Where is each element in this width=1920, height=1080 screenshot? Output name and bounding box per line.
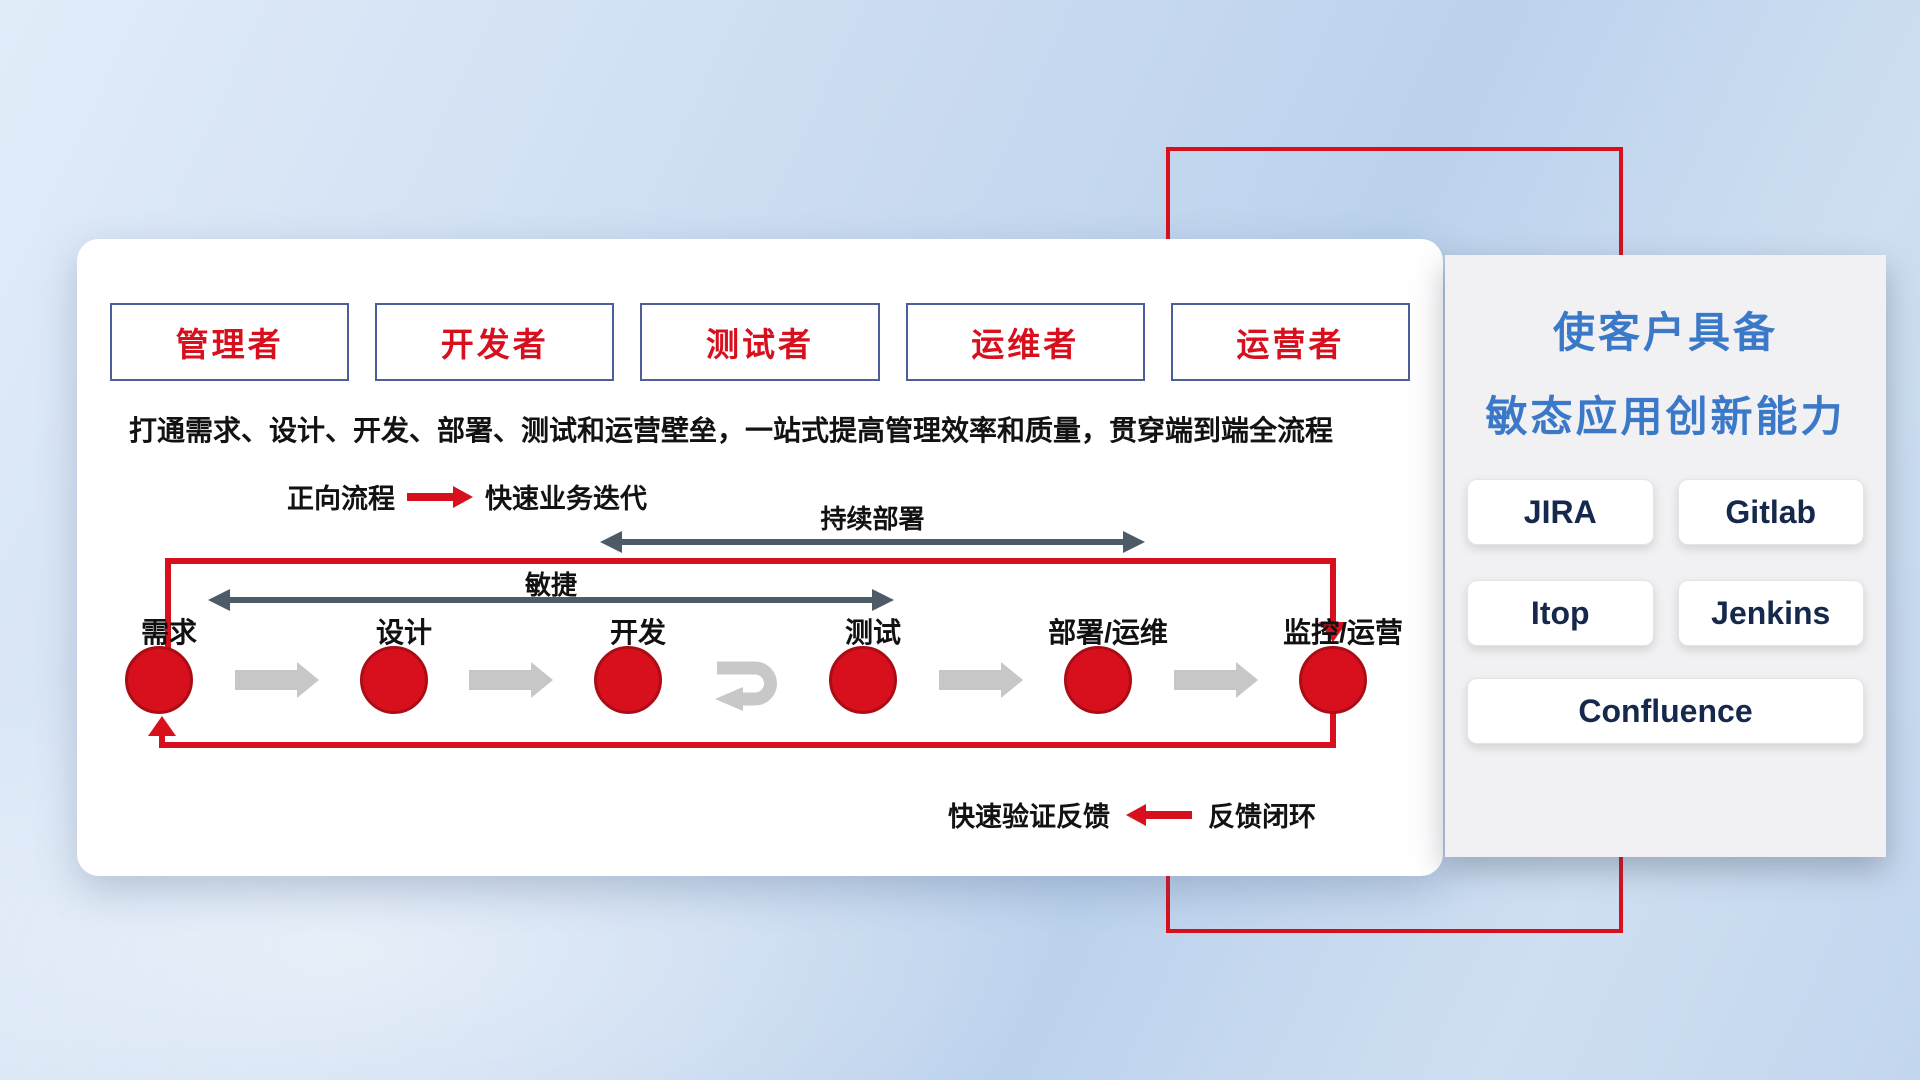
flow-arrow-icon <box>1174 662 1258 698</box>
stage-label-monitor-ops: 监控/运营 <box>1283 617 1403 648</box>
role-label: 运维者 <box>971 326 1080 363</box>
stage-label-deploy-ops: 部署/运维 <box>1048 617 1168 648</box>
role-label: 测试者 <box>706 326 814 363</box>
stage-label-testing: 测试 <box>844 617 901 648</box>
feedback-loop-line <box>159 734 165 746</box>
tool-chip-jenkins: Jenkins <box>1677 580 1864 646</box>
stage-circle-monitor-ops <box>1299 646 1367 714</box>
tool-chip-itop: Itop <box>1467 580 1654 646</box>
capability-title-line2: 敏态应用创新能力 <box>1485 393 1846 440</box>
role-box-developer: 开发者 <box>375 303 615 381</box>
continuous-deploy-double-arrow-icon <box>600 531 1145 553</box>
forward-flow-label: 正向流程 <box>287 484 395 514</box>
tool-row: Itop Jenkins <box>1467 580 1864 646</box>
stage-label-development: 开发 <box>609 617 666 648</box>
tool-chip-gitlab: Gitlab <box>1677 479 1864 545</box>
flow-arrow-icon <box>235 662 319 698</box>
role-box-operator: 运营者 <box>1170 303 1411 381</box>
role-label: 管理者 <box>175 326 284 363</box>
capability-title-line1: 使客户具备 <box>1552 309 1778 356</box>
role-box-ops: 运维者 <box>905 303 1145 381</box>
role-boxes-row: 管理者 开发者 测试者 运维者 运营者 <box>110 303 1411 381</box>
role-label: 开发者 <box>440 326 549 363</box>
stage-circle-design <box>360 646 428 714</box>
agile-label: 敏捷 <box>524 570 577 600</box>
forward-arrow-icon <box>407 485 473 508</box>
tool-row: JIRA Gitlab <box>1467 479 1864 545</box>
role-label: 运营者 <box>1236 326 1345 363</box>
flow-arrow-icon <box>469 662 553 698</box>
feedback-arrow-icon <box>1126 803 1192 826</box>
stage-circle-deploy-ops <box>1064 646 1132 714</box>
legend-feedback-loop: 快速验证反馈 反馈闭环 <box>852 795 1412 834</box>
stage-label-design: 设计 <box>375 617 432 648</box>
feedback-loop-line <box>1330 558 1336 622</box>
loop-arrow-up-icon <box>148 716 176 736</box>
iterate-uturn-arrow-icon <box>697 651 793 720</box>
feedback-loop-line <box>165 558 171 648</box>
stage-circle-development <box>594 646 662 714</box>
panel-subtitle: 打通需求、设计、开发、部署、测试和运营壁垒，一站式提高管理效率和质量，贯穿端到端… <box>129 415 1334 446</box>
role-box-tester: 测试者 <box>640 303 880 381</box>
feedback-label: 反馈闭环 <box>1208 802 1316 832</box>
flow-arrow-icon <box>939 662 1023 698</box>
feedback-desc: 快速验证反馈 <box>948 802 1110 832</box>
feedback-loop-line <box>165 558 1336 564</box>
role-box-manager: 管理者 <box>110 303 350 381</box>
tool-chip-confluence: Confluence <box>1467 678 1864 744</box>
stage-circle-requirement <box>125 646 193 714</box>
continuous-deploy-label: 持续部署 <box>820 504 925 534</box>
capability-panel: 使客户具备 敏态应用创新能力 JIRA Gitlab Itop Jenkins … <box>1445 255 1886 857</box>
loop-arrow-down-icon <box>1319 622 1347 642</box>
stage-label-requirement: 需求 <box>140 617 197 648</box>
forward-flow-desc: 快速业务迭代 <box>485 484 647 514</box>
feedback-loop-line <box>1330 712 1336 742</box>
legend-forward-flow: 正向流程 快速业务迭代 <box>287 477 647 516</box>
feedback-loop-line <box>159 742 1336 748</box>
tool-row: Confluence <box>1467 678 1864 744</box>
agile-double-arrow-icon <box>208 589 894 611</box>
stage-circle-testing <box>829 646 897 714</box>
devops-flow-panel: 管理者 开发者 测试者 运维者 运营者 打通需求、设计、开发、部署、测试和运营壁… <box>77 239 1443 876</box>
tool-chip-jira: JIRA <box>1467 479 1654 545</box>
